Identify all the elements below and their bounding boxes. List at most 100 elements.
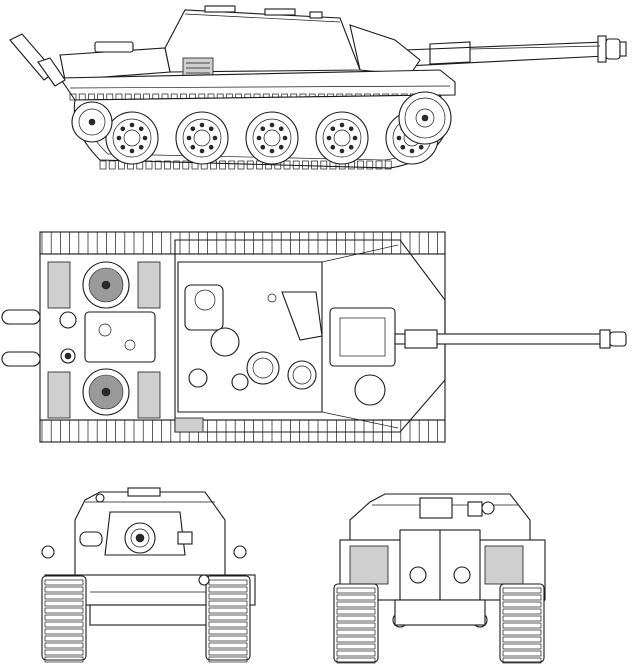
wheel-bolt [348, 126, 354, 132]
crew-hatch [184, 284, 224, 331]
track-link [182, 160, 190, 170]
wheel-bolt [199, 148, 205, 154]
wheel-bolt [208, 126, 214, 132]
cooling-fan [82, 261, 130, 309]
wheel-bolt [348, 144, 354, 150]
track-link [208, 614, 248, 621]
wheel-bolt [269, 122, 275, 128]
wheel-bolt [116, 135, 122, 141]
wheel-bolt [352, 135, 358, 141]
track-link [208, 642, 248, 649]
track-link [208, 579, 248, 586]
track-link [246, 160, 254, 170]
wheel-bolt [278, 126, 284, 132]
gun-barrel [404, 35, 627, 67]
gun-barrel-top [394, 329, 627, 349]
track-link [502, 622, 542, 629]
wheel-bolt [278, 144, 284, 150]
track-link [145, 160, 153, 170]
top-view [1, 231, 627, 443]
road-wheel [315, 111, 369, 165]
wheel-bolt [199, 122, 205, 128]
track-link [336, 643, 376, 650]
track-link [219, 160, 226, 170]
track-link [208, 628, 248, 635]
storage-box-top [174, 417, 204, 433]
wheel-bolt [190, 144, 196, 150]
track-link [44, 586, 84, 593]
wheel-rim [112, 118, 152, 158]
wheel-bolt [409, 148, 415, 154]
drive-sprocket [398, 91, 452, 145]
track-column [205, 575, 251, 661]
track-link [44, 579, 84, 586]
wheel-bolt [190, 126, 196, 132]
rear-view [333, 493, 546, 664]
track-link [99, 160, 107, 170]
wheel-rim [322, 118, 362, 158]
periscope [204, 5, 236, 13]
track-link [336, 608, 376, 615]
wheel-bolt [120, 144, 126, 150]
track-link [108, 160, 116, 170]
wheel-bolt [330, 126, 336, 132]
track-link [336, 601, 376, 608]
track-link [336, 650, 376, 657]
hull [58, 69, 456, 101]
exhaust-pipe [1, 309, 41, 325]
track-link [44, 628, 84, 635]
wheel-bolt [260, 144, 266, 150]
track-link [320, 160, 328, 170]
wheel-bolt [282, 135, 288, 141]
track-link [154, 160, 162, 170]
track-link [336, 629, 376, 636]
track-link [336, 594, 376, 601]
wheel-bolt [129, 122, 135, 128]
track-link [44, 642, 84, 649]
track-link [208, 600, 248, 607]
front-view [41, 487, 256, 663]
track-link [366, 160, 374, 170]
engine-hatch [84, 311, 156, 363]
track-column [41, 575, 87, 661]
track-link [44, 656, 84, 663]
wheel-bolt [269, 148, 275, 154]
rear-tracks [333, 583, 545, 664]
track-link [336, 657, 376, 664]
track-link [357, 160, 364, 170]
track-link [208, 635, 248, 642]
wheel-bolt [208, 144, 214, 150]
track-top [39, 231, 446, 255]
wheel-rim [182, 118, 222, 158]
track-link [44, 635, 84, 642]
exhaust-pipe [1, 351, 41, 367]
track-link [44, 621, 84, 628]
side-view [9, 5, 627, 170]
wheel-bolt [326, 135, 332, 141]
track-link [44, 614, 84, 621]
track-link [302, 160, 309, 170]
road-wheel [105, 111, 159, 165]
engine-grilles [47, 261, 161, 419]
track-links [99, 160, 392, 170]
track-link [208, 593, 248, 600]
track-link [208, 607, 248, 614]
idler-wheel [71, 101, 113, 143]
track-link [208, 656, 248, 663]
track-link [502, 650, 542, 657]
road-wheel [245, 111, 299, 165]
wheel-bolt [129, 148, 135, 154]
track-link [502, 608, 542, 615]
track-bottom [39, 419, 446, 443]
wheel-bolt [120, 126, 126, 132]
track-link [44, 600, 84, 607]
track-link [228, 160, 236, 170]
track-link [375, 160, 383, 170]
track-link [336, 587, 376, 594]
track-link [502, 594, 542, 601]
cooling-fan [82, 368, 130, 416]
track-link [208, 621, 248, 628]
track-link [44, 607, 84, 614]
track-link [208, 649, 248, 656]
